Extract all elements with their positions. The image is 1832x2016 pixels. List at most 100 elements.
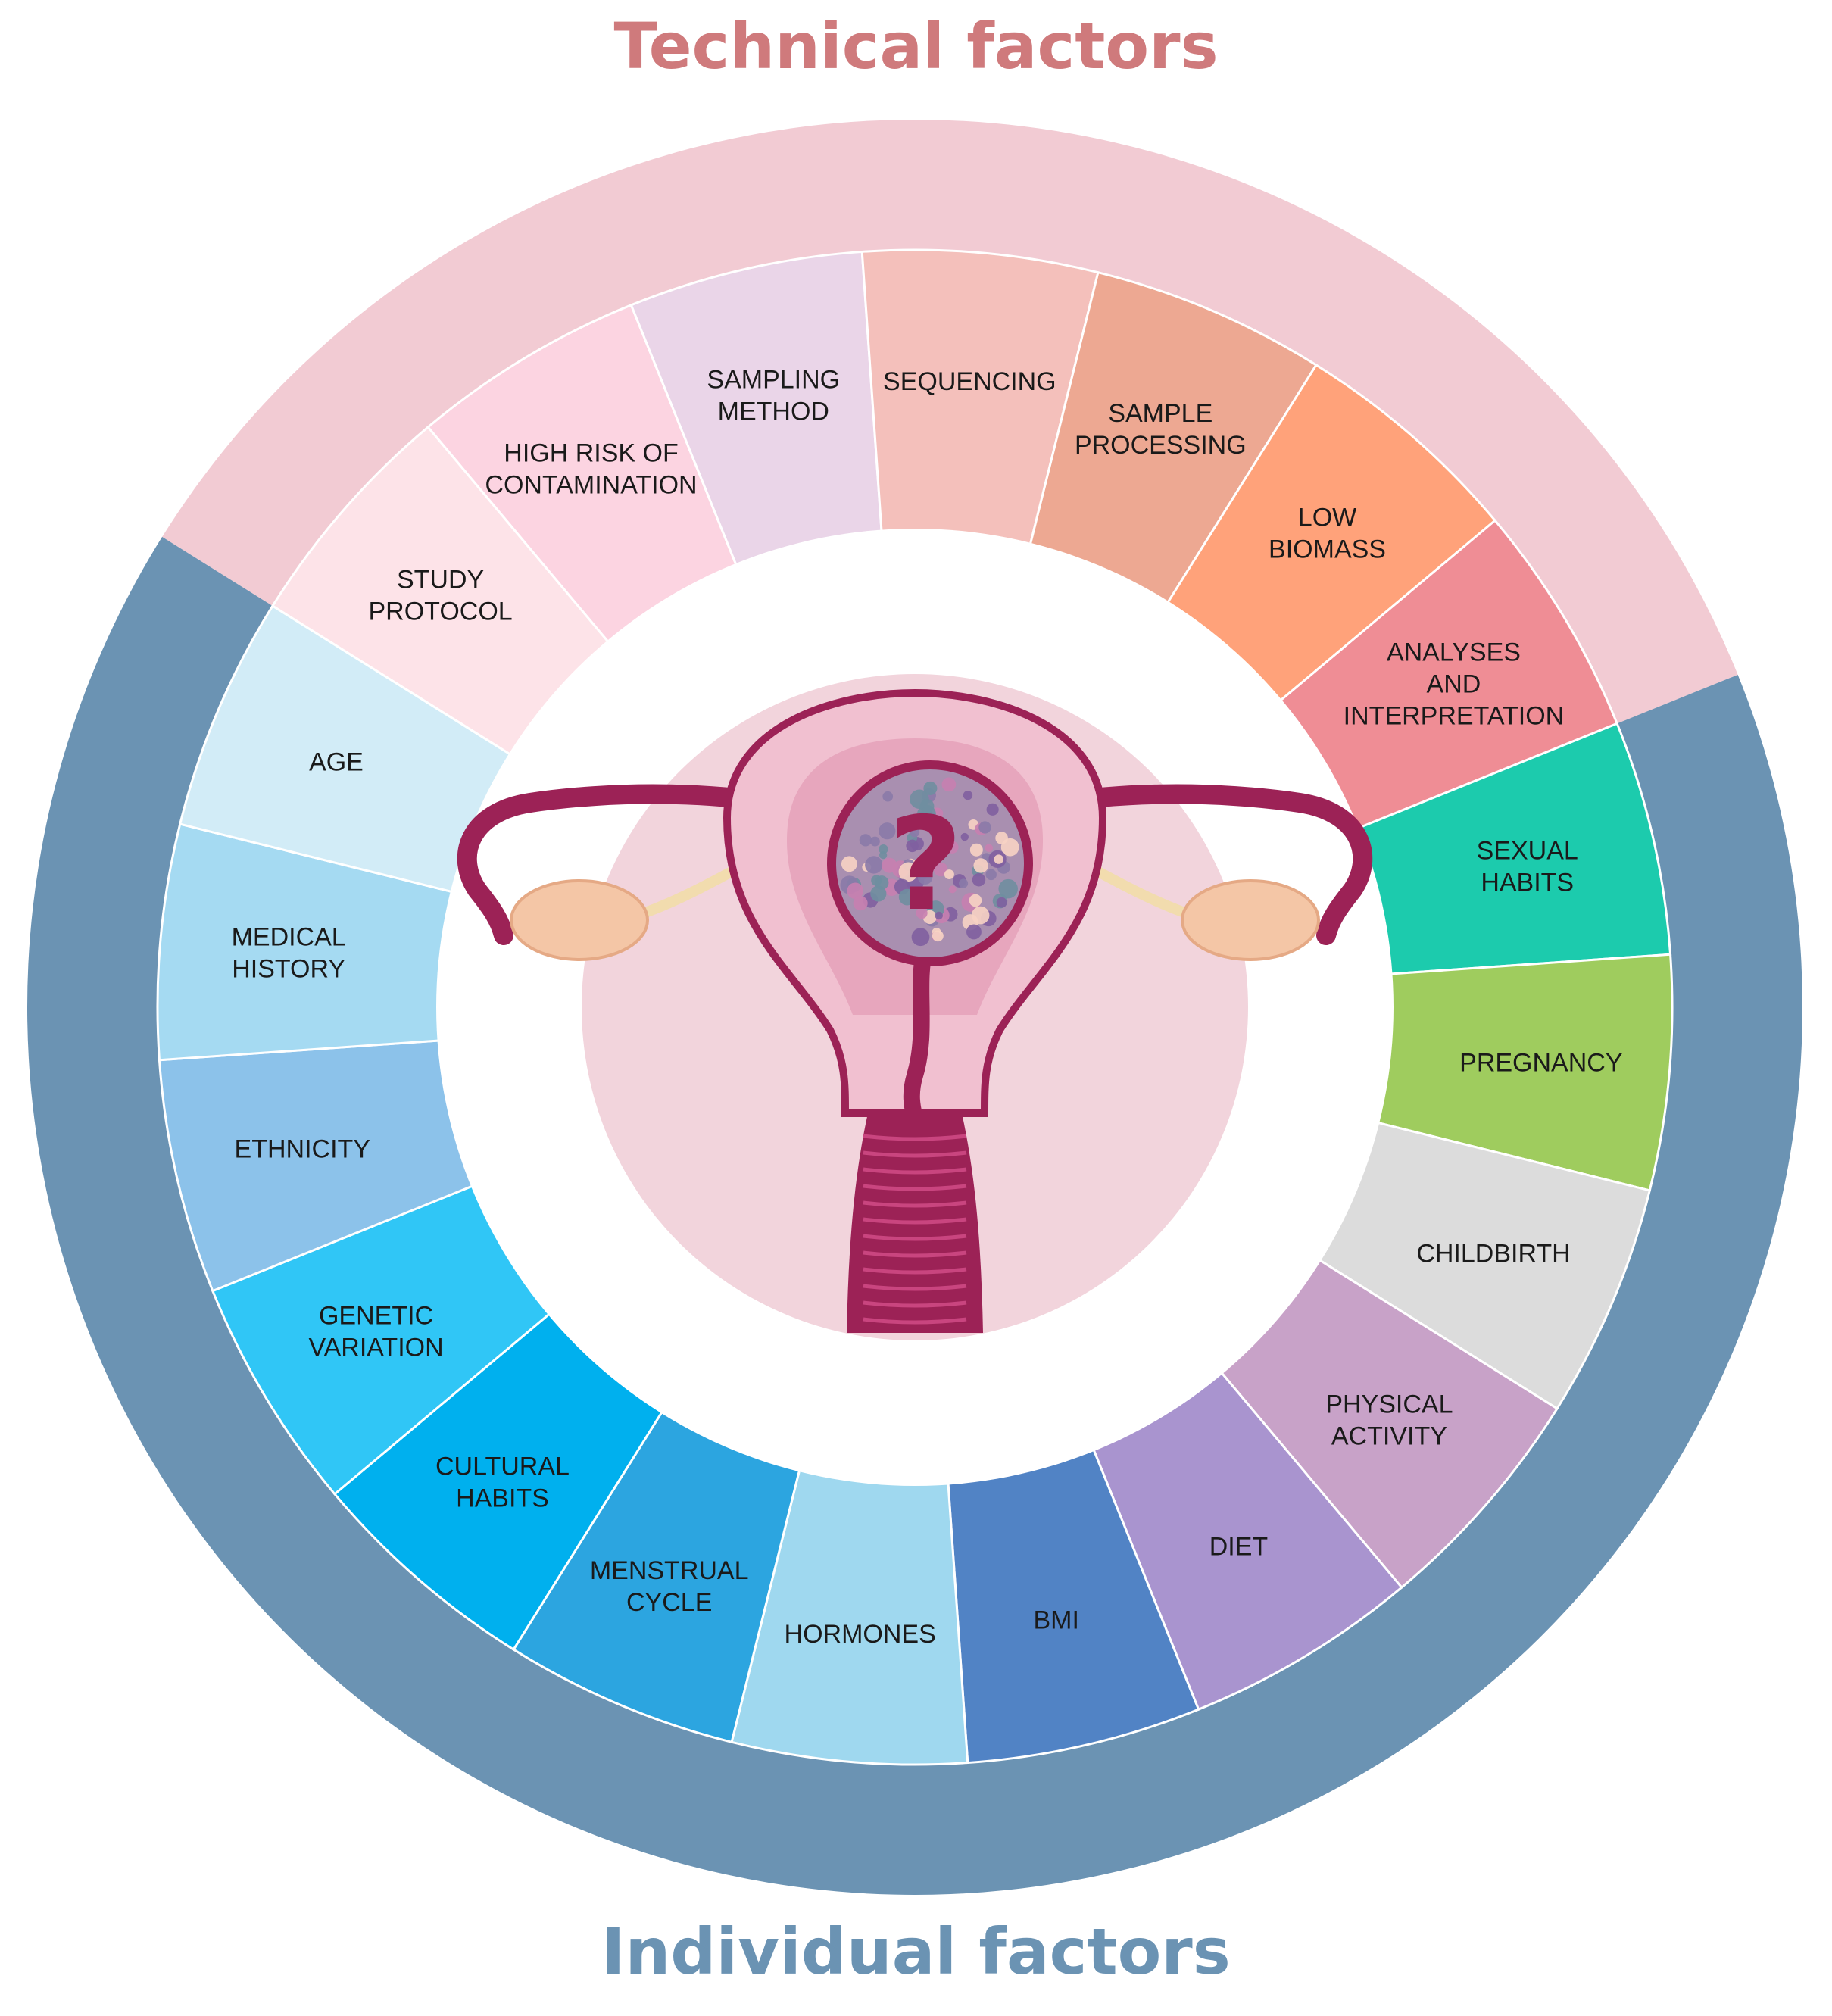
- label-line: CONTAMINATION: [485, 471, 697, 500]
- label-age: AGE: [309, 748, 364, 777]
- label-line: BMI: [1033, 1606, 1078, 1635]
- label-line: DIET: [1209, 1532, 1268, 1561]
- bacterium: [978, 821, 991, 834]
- label-line: VARIATION: [308, 1333, 443, 1362]
- individual-ring-band: [27, 536, 1803, 1896]
- ruga-line: [863, 1134, 967, 1141]
- question-mark-icon: ?: [888, 790, 963, 940]
- bacterium: [879, 822, 896, 840]
- label-line: CYCLE: [626, 1588, 712, 1617]
- bacterium: [916, 907, 928, 919]
- label-sampling-method: SAMPLING METHOD: [707, 365, 840, 426]
- bacterium: [946, 841, 959, 854]
- ruga-line: [863, 1150, 967, 1158]
- outer-group-ring: [27, 120, 1803, 1896]
- label-line: AND: [1427, 670, 1481, 699]
- label-line: METHOD: [718, 397, 829, 426]
- bacterium: [853, 896, 868, 911]
- label-low-biomass: LOW BIOMASS: [1269, 504, 1386, 564]
- bacterium: [841, 856, 857, 872]
- bacterium: [935, 911, 943, 920]
- bacterium: [882, 857, 897, 873]
- label-line: PHYSICAL: [1325, 1390, 1453, 1419]
- label-line: INTERPRETATION: [1344, 702, 1565, 731]
- bacterium: [898, 888, 916, 906]
- label-line: BIOMASS: [1269, 535, 1386, 564]
- bacterium: [969, 894, 982, 907]
- bacterium: [963, 790, 973, 800]
- label-sequencing: SEQUENCING: [883, 367, 1056, 396]
- bacterium: [986, 803, 999, 816]
- label-line: PROCESSING: [1075, 431, 1247, 460]
- fallopian-tube-left: [457, 784, 835, 945]
- ruga-line: [863, 1167, 967, 1175]
- label-line: SAMPLING: [707, 365, 840, 394]
- label-line: SEQUENCING: [883, 367, 1056, 396]
- bacterium: [898, 862, 919, 882]
- bacterium: [941, 777, 957, 792]
- technical-factors-title: Technical factors: [613, 9, 1219, 83]
- ruga-line: [863, 1300, 967, 1308]
- label-line: ACTIVITY: [1331, 1422, 1447, 1451]
- bacterium: [958, 878, 969, 888]
- bacterium: [985, 869, 997, 881]
- label-line: SAMPLE: [1108, 399, 1212, 428]
- ruga-line: [863, 1217, 967, 1225]
- bacterium: [859, 834, 872, 847]
- ovary-left: [510, 879, 649, 961]
- bacterium: [941, 825, 953, 838]
- label-line: SEXUAL: [1477, 836, 1578, 865]
- bacterium: [973, 858, 988, 873]
- label-line: PREGNANCY: [1459, 1048, 1622, 1077]
- ruga-line: [863, 1317, 967, 1325]
- label-line: AGE: [309, 748, 364, 777]
- label-pregnancy: PREGNANCY: [1459, 1048, 1622, 1077]
- bacterium: [948, 885, 957, 894]
- label-line: ETHNICITY: [235, 1135, 370, 1164]
- uterus-illustration: ?: [457, 674, 1373, 1340]
- label-line: CHILDBIRTH: [1416, 1239, 1570, 1268]
- label-line: MENSTRUAL: [590, 1556, 749, 1585]
- technical-ring-band: [162, 120, 1738, 725]
- label-line: LOW: [1298, 504, 1356, 532]
- bacterium: [879, 850, 888, 860]
- bacterium: [932, 930, 944, 942]
- bacterium: [994, 854, 1003, 864]
- label-physical-activity: PHYSICAL ACTIVITY: [1325, 1390, 1453, 1451]
- label-line: MEDICAL: [232, 923, 346, 952]
- bacterium: [971, 906, 990, 925]
- label-sample-processing: SAMPLE PROCESSING: [1075, 399, 1247, 460]
- label-childbirth: CHILDBIRTH: [1416, 1239, 1570, 1268]
- bacterium: [882, 791, 894, 802]
- bacterium: [869, 836, 880, 847]
- label-diet: DIET: [1209, 1532, 1268, 1561]
- label-hormones: HORMONES: [785, 1620, 936, 1649]
- ruga-line: [863, 1184, 967, 1191]
- ovary-right: [1181, 879, 1320, 961]
- ruga-line: [863, 1250, 967, 1258]
- bacteria-pattern: [840, 777, 1019, 947]
- bacterium: [904, 819, 914, 829]
- bacterium: [910, 827, 920, 838]
- bacterium: [910, 789, 929, 809]
- bacterium: [972, 872, 986, 887]
- bacterium: [969, 843, 983, 857]
- bacterium: [870, 885, 887, 902]
- label-line: HABITS: [456, 1484, 549, 1512]
- label-bmi: BMI: [1033, 1606, 1078, 1635]
- ruga-line: [863, 1267, 967, 1275]
- bacterium: [879, 844, 888, 854]
- bacterium: [960, 832, 969, 841]
- bacterium: [998, 878, 1018, 899]
- bacterium: [966, 924, 982, 940]
- bacterium: [919, 871, 928, 880]
- bacterium: [944, 869, 954, 880]
- bacterium: [996, 897, 1007, 908]
